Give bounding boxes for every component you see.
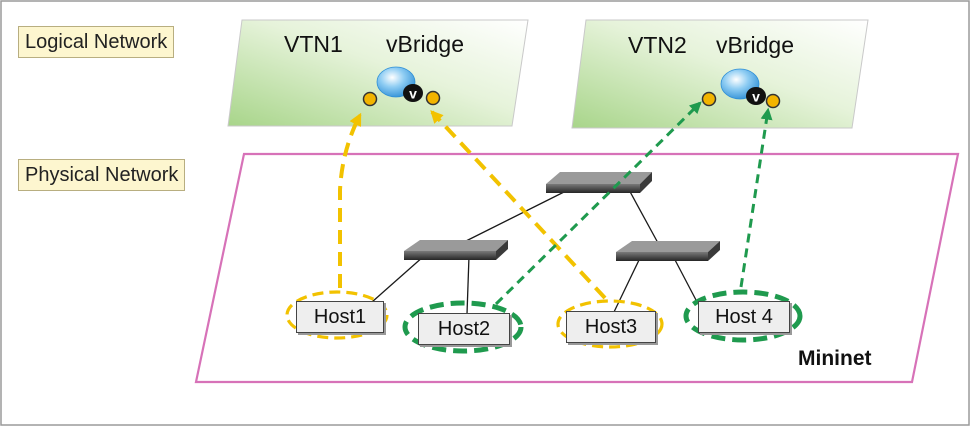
network-switch-icon [404,240,508,260]
vbridge-letter: v [752,89,760,105]
vtn2-name: VTN2 [628,32,687,58]
vbridge-port [701,91,717,107]
host1-to-vtn1-arrow [338,112,362,288]
vbridge-icon: v [701,68,781,109]
physical-network-plane [194,152,960,384]
vtn2-bridge-label: vBridge [716,32,794,58]
link-right-host4 [673,257,697,301]
host2-vtn2-group [402,300,524,354]
vbridge-letter: v [409,86,417,102]
host3-vtn1-group [556,299,664,349]
vbridge-port [362,91,378,107]
physical-network-label: Physical Network [18,159,186,191]
link-left-host1 [371,255,425,303]
vtn1-logical-plane [227,19,529,127]
link-right-host3 [613,257,641,313]
link-top-right [627,187,659,244]
host2-box: Host2 [418,313,510,345]
network-switch-icon [616,241,720,261]
logical-network-label: Logical Network [18,26,175,58]
link-top-left [459,187,573,245]
host2-to-vtn2-arrow [494,101,702,306]
network-switch-icon [546,172,652,193]
vbridge-icon: v [362,66,441,107]
vtn1-name: VTN1 [284,31,343,57]
vbridge-port [425,90,441,106]
physical-links [371,187,697,315]
host3-box: Host3 [566,311,656,343]
host4-box: Host 4 [698,301,790,333]
vtn1-bridge-label: vBridge [386,31,464,57]
vtn2-logical-plane [571,19,869,129]
host4-vtn2-group [683,289,803,343]
host3-to-vtn1-arrow [430,110,607,300]
mininet-label: Mininet [798,347,872,370]
vbridge-port [765,93,781,109]
host4-to-vtn2-arrow [739,107,773,288]
host1-vtn1-group [285,290,389,340]
host1-box: Host1 [296,301,384,333]
link-left-host2 [466,255,470,315]
